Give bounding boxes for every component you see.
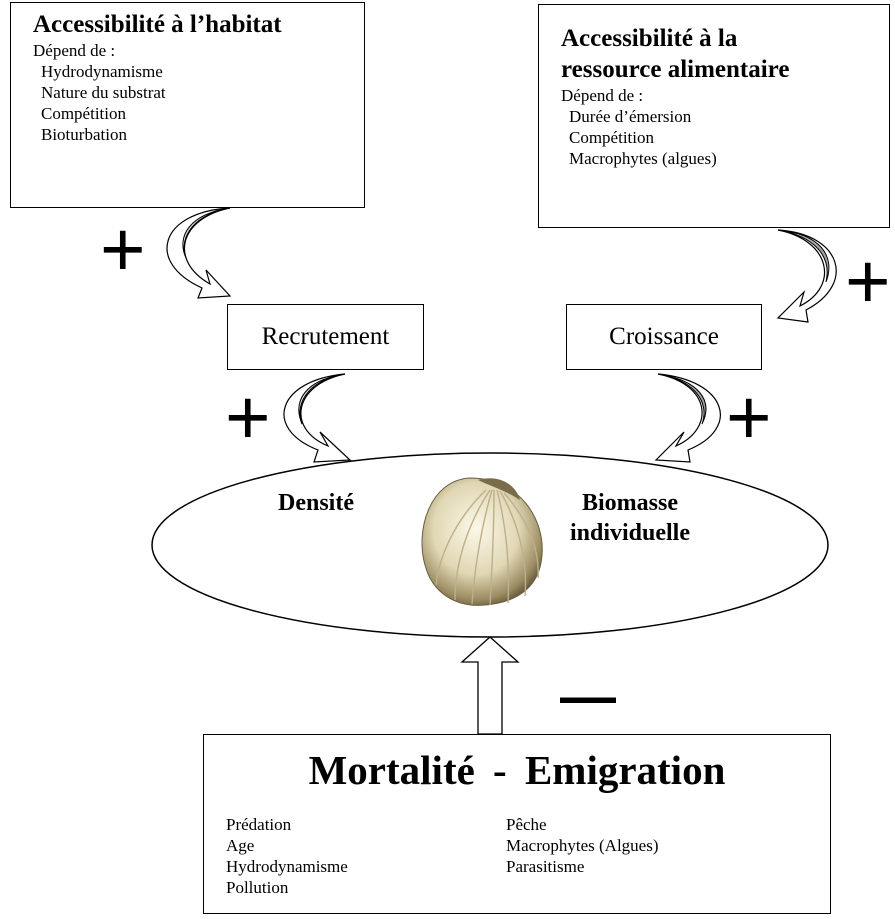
ressource-title-line1: Accessibilité à la bbox=[561, 25, 738, 52]
mortalite-factors-col2: Pêche Macrophytes (Algues) Parasitisme bbox=[506, 814, 659, 877]
habitat-factor: Hydrodynamisme bbox=[41, 62, 163, 81]
mortalite-factor: Prédation bbox=[226, 815, 292, 834]
ressource-factor: Compétition bbox=[569, 128, 654, 147]
mortalite-factor: Age bbox=[226, 836, 255, 855]
curved-arrow-recrutement-to-ellipse bbox=[283, 373, 352, 463]
croissance-label: Croissance bbox=[609, 323, 719, 350]
croissance-node: Croissance bbox=[566, 304, 762, 370]
curved-arrow-habitat-to-recrutement bbox=[166, 207, 232, 299]
mortalite-factors-col1: Prédation Age Hydrodynamisme Pollution bbox=[226, 814, 348, 898]
habitat-depends-label: Dépend de : bbox=[33, 41, 116, 60]
plus-sign-habitat: + bbox=[100, 205, 146, 293]
plus-sign-croissance: + bbox=[726, 373, 772, 461]
habitat-factor: Nature du substrat bbox=[41, 83, 166, 102]
curved-arrow-croissance-to-ellipse bbox=[654, 373, 721, 463]
recrutement-label: Recrutement bbox=[261, 323, 390, 350]
habitat-factor: Bioturbation bbox=[41, 125, 127, 144]
mortalite-factor: Hydrodynamisme bbox=[226, 857, 348, 876]
mortalite-factor: Macrophytes (Algues) bbox=[506, 836, 659, 855]
minus-sign-mortalite: — bbox=[560, 664, 616, 727]
biomasse-line2: individuelle bbox=[569, 520, 691, 546]
food-resource-accessibility-box: Accessibilité à la ressource alimentaire… bbox=[538, 4, 890, 228]
mortalite-factor: Pêche bbox=[506, 815, 547, 834]
biomasse-line1: Biomasse bbox=[582, 490, 678, 516]
curved-arrow-ressource-to-croissance bbox=[776, 229, 837, 323]
mortalite-factor: Pollution bbox=[226, 878, 289, 897]
recrutement-node: Recrutement bbox=[227, 304, 424, 370]
cockle-shell-icon bbox=[421, 477, 543, 606]
habitat-factor: Compétition bbox=[41, 104, 126, 123]
plus-sign-ressource: + bbox=[845, 237, 891, 325]
ressource-factor: Durée d’émersion bbox=[569, 107, 692, 126]
plus-sign-recrutement: + bbox=[225, 373, 271, 461]
up-arrow-mortalite bbox=[460, 636, 520, 735]
mortalite-title: Mortalité - Emigration bbox=[308, 747, 726, 793]
densite-label: Densité bbox=[278, 490, 354, 516]
mortality-emigration-box: Mortalité - Emigration Prédation Age Hyd… bbox=[203, 734, 831, 914]
ressource-title-line2: ressource alimentaire bbox=[561, 56, 790, 83]
ressource-depends-label: Dépend de : bbox=[561, 86, 644, 105]
habitat-title: Accessibilité à l’habitat bbox=[33, 11, 282, 38]
habitat-accessibility-box: Accessibilité à l’habitat Dépend de : Hy… bbox=[10, 2, 365, 208]
mortalite-factor: Parasitisme bbox=[506, 857, 585, 876]
biomasse-label: Biomasse individuelle bbox=[545, 488, 715, 548]
ressource-factor: Macrophytes (algues) bbox=[569, 149, 717, 168]
